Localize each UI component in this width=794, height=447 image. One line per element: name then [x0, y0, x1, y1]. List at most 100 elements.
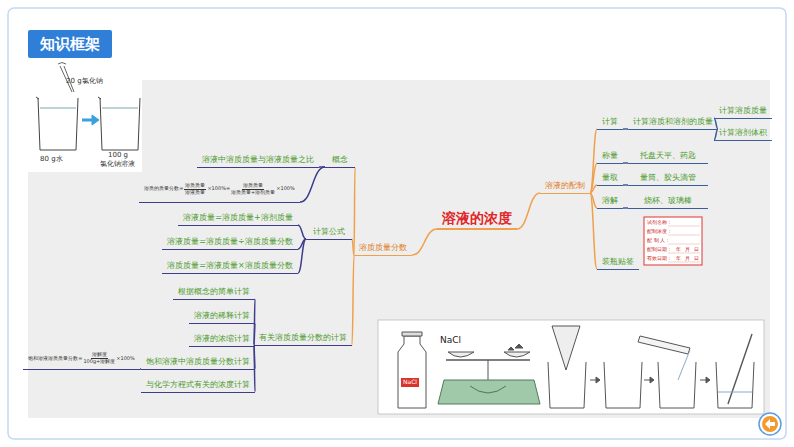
node-text: 与化学方程式有关的浓度计算	[146, 380, 250, 389]
topic-node: 溶液质量=溶质质量+溶剂质量	[178, 210, 298, 226]
topic-node: 溶液质量=溶质质量÷溶质质量分数	[162, 234, 298, 250]
node-text: 概念	[332, 155, 348, 164]
label-text: 氯化钠溶液	[100, 161, 135, 169]
label-text: 试剂名称：	[647, 220, 672, 226]
node-text: 溶液的浓度	[442, 210, 512, 226]
node-text: ×100%=	[207, 186, 230, 192]
node-text: ×100%	[116, 356, 134, 362]
numerator: 溶质质量	[184, 183, 206, 190]
topic-node: 烧杯、玻璃棒	[628, 193, 708, 209]
label-text: NaCl	[401, 378, 419, 387]
label-card	[644, 217, 702, 265]
fraction: 溶质质量溶质质量+溶剂质量	[231, 183, 275, 196]
branch-connector	[254, 345, 255, 392]
node-text: 溶质的质量分数=	[144, 186, 183, 192]
label-text: 配制浓度：	[647, 229, 672, 235]
node-text: 计算溶质和溶剂的质量	[633, 117, 713, 126]
label-text: 年	[676, 256, 681, 262]
topic-node: 装瓶贴签	[597, 254, 639, 270]
label-text: 年	[676, 247, 681, 253]
topic-node: 计算溶剂体积	[714, 125, 772, 141]
branch-connector	[352, 255, 354, 345]
topic-node: 溶液的浓缩计算	[189, 331, 255, 347]
label-text: NaCl	[440, 336, 461, 346]
label-text: 100 g	[108, 152, 128, 160]
fraction: 溶解度100g+溶解度	[83, 352, 115, 365]
topic-node: 量筒、胶头滴管	[628, 170, 708, 186]
node-text: 溶液质量=溶质质量÷溶质质量分数	[167, 237, 292, 246]
node-text: 溶质质量=溶液质量×溶质质量分数	[167, 261, 292, 270]
topic-node: 量取	[597, 170, 623, 186]
lab-panel	[378, 320, 764, 414]
topic-node: 计算公式	[306, 224, 352, 240]
fraction: 溶质质量溶液质量	[184, 183, 206, 196]
label-text: 日	[694, 247, 699, 253]
branch-connector	[590, 185, 597, 193]
node-text: 溶液中溶质质量与溶液质量之比	[202, 155, 314, 164]
topic-node: 计算溶质和溶剂的质量	[628, 114, 718, 130]
slide-frame	[8, 8, 786, 439]
node-text: 溶解	[602, 196, 618, 205]
node-text: 计算公式	[313, 227, 345, 236]
node-text: 计算	[602, 117, 618, 126]
branch-connector	[354, 167, 355, 255]
branch-connector	[517, 193, 540, 229]
node-text: 饱和溶液中溶质质量分数计算	[146, 357, 250, 366]
node-text: 量取	[602, 173, 618, 182]
topic-node: 溶质质量=溶液质量×溶质质量分数	[162, 258, 298, 274]
label-text: 月	[685, 247, 690, 253]
label-text: 有效日期：	[647, 256, 672, 262]
label-text: 80 g水	[40, 156, 63, 164]
topic-node: 溶液的配制	[540, 178, 590, 194]
topic-node: 溶质质量分数	[354, 240, 412, 256]
denominator: 100g+溶解度	[83, 359, 115, 365]
topic-node: 托盘天平、药匙	[628, 148, 708, 164]
node-text: 计算溶质质量	[719, 106, 767, 115]
denominator: 溶液质量	[185, 190, 205, 196]
label-text: 日	[694, 256, 699, 262]
branch-connector	[298, 225, 306, 239]
label-text: 配 制 人：	[647, 238, 670, 244]
node-text: 饱和溶液溶质质量分数=	[28, 356, 82, 362]
central-topic: 溶液的浓度	[437, 208, 517, 230]
node-text: 称量	[602, 151, 618, 160]
topic-node: 饱和溶液中溶质质量分数计算	[141, 354, 255, 370]
label-text: 配制日期：	[647, 247, 672, 253]
node-text: 烧杯、玻璃棒	[644, 196, 692, 205]
branch-connector	[412, 229, 437, 255]
topic-node: 有关溶质质量分数的计算	[254, 330, 352, 346]
topic-node: 计算溶质质量	[714, 103, 772, 119]
formula-node: 溶质的质量分数=溶质质量溶液质量×100%=溶质质量溶质质量+溶剂质量×100%	[139, 176, 300, 203]
beaker-panel	[28, 62, 142, 172]
slide-title: 知识框架	[28, 30, 112, 58]
branch-connector	[714, 129, 718, 140]
node-text: 溶液的浓缩计算	[194, 334, 250, 343]
topic-node: 溶解	[597, 193, 623, 209]
node-text: 溶液的配制	[545, 181, 585, 190]
node-text: 装瓶贴签	[602, 257, 634, 266]
node-text: 溶液质量=溶质质量+溶剂质量	[183, 213, 292, 222]
node-text: 根据概念的简单计算	[178, 287, 250, 296]
node-text: 溶质质量分数	[359, 243, 407, 252]
node-text: 计算溶剂体积	[719, 128, 767, 137]
branch-connector	[254, 299, 255, 345]
branch-connector	[714, 118, 718, 129]
topic-node: 计算	[597, 114, 623, 130]
topic-node: 称量	[597, 148, 623, 164]
branch-connector	[254, 323, 255, 345]
beaker-illustration	[36, 63, 140, 151]
denominator: 溶质质量+溶剂质量	[231, 190, 275, 196]
numerator: 溶质质量	[242, 183, 264, 190]
node-text: 托盘天平、药匙	[640, 151, 696, 160]
topic-node: 与化学方程式有关的浓度计算	[141, 377, 255, 393]
topic-node: 概念	[325, 152, 355, 168]
topic-node: 溶液中溶质质量与溶液质量之比	[197, 152, 319, 168]
branch-connector	[590, 129, 597, 193]
branch-connector	[298, 239, 306, 273]
topic-node: 根据概念的简单计算	[173, 284, 255, 300]
numerator: 溶解度	[91, 352, 108, 359]
node-text: 溶液的稀释计算	[194, 311, 250, 320]
card-rules	[668, 226, 700, 262]
